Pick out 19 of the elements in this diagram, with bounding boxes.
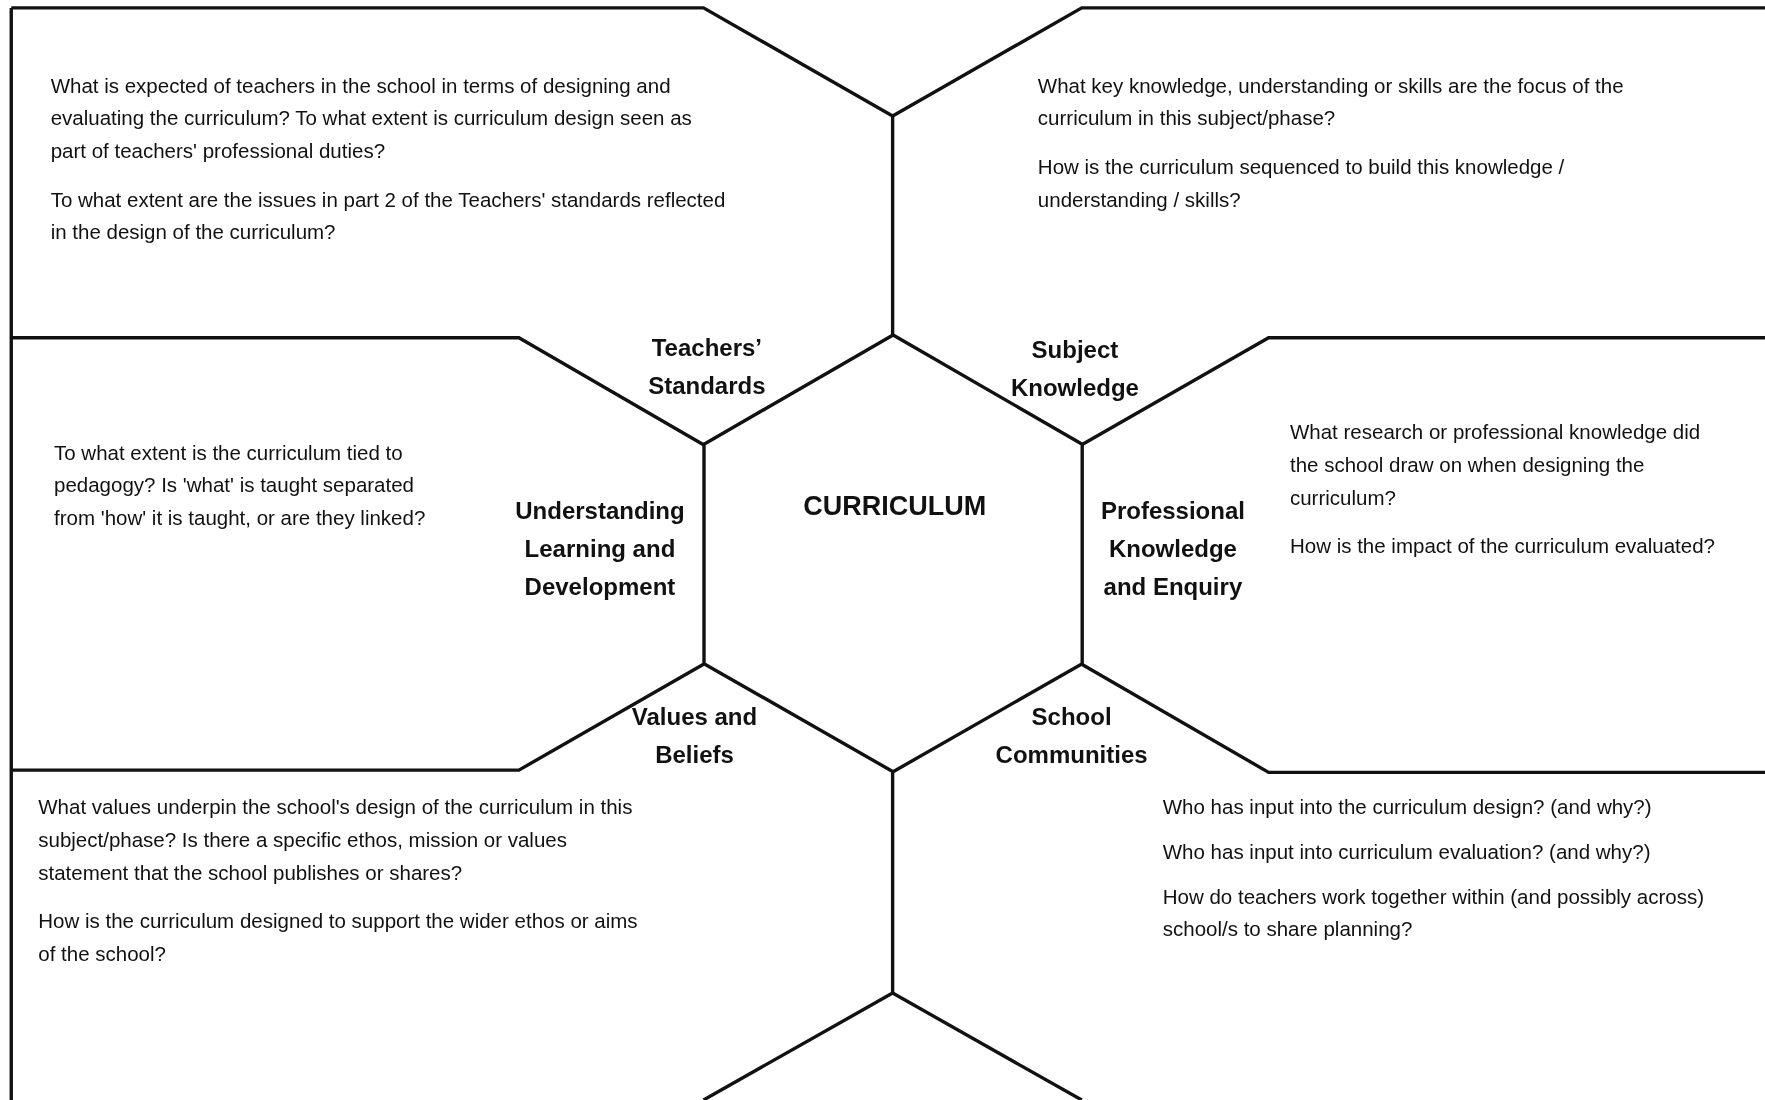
question-text: What key knowledge, understanding or skills are the focus of the curriculum in this subject/phase?	[1037, 72, 1625, 132]
question-text: What values underpin the school's design of the curriculum in this subject/phase? Is there a specific ethos, mission or values statement that the school publishes or shares?	[38, 794, 634, 886]
question-text: What research or professional knowledge did the school draw on when designing the curriculum?	[1289, 419, 1702, 511]
section-heading: CURRICULUM	[802, 490, 988, 524]
question-text: How is the impact of the curriculum evaluated?	[1289, 533, 1716, 560]
section-heading: Understanding Learning and Development	[514, 495, 686, 602]
section-heading: Teachers’ Standards	[647, 332, 767, 401]
question-text: To what extent are the issues in part 2 of the Teachers' standards reflected in the design of the curriculum?	[50, 186, 726, 246]
question-text: How is the curriculum sequenced to build this knowledge / understanding / skills?	[1037, 153, 1566, 213]
question-text: Who has input into curriculum evaluation? (and why?)	[1162, 838, 1652, 865]
section-heading: School Communities	[994, 701, 1149, 770]
question-text: Who has input into the curriculum design? (and why?)	[1162, 794, 1653, 821]
question-text: How do teachers work together within (and possibly across) school/s to share planning?	[1162, 883, 1705, 943]
question-text: To what extent is the curriculum tied to pedagogy? Is 'what' is taught separated from 'how' it is taught, or are they linked?	[54, 439, 427, 531]
question-text: How is the curriculum designed to support the wider ethos or aims of the school?	[38, 908, 639, 967]
section-heading: Professional Knowledge and Enquiry	[1099, 495, 1246, 602]
section-heading: Subject Knowledge	[1009, 334, 1140, 403]
question-text: What is expected of teachers in the school in terms of designing and evaluating the curriculum? To what extent is curriculum design seen as part of teachers' professional duties?	[50, 72, 693, 164]
section-heading: Values and Beliefs	[630, 701, 759, 770]
